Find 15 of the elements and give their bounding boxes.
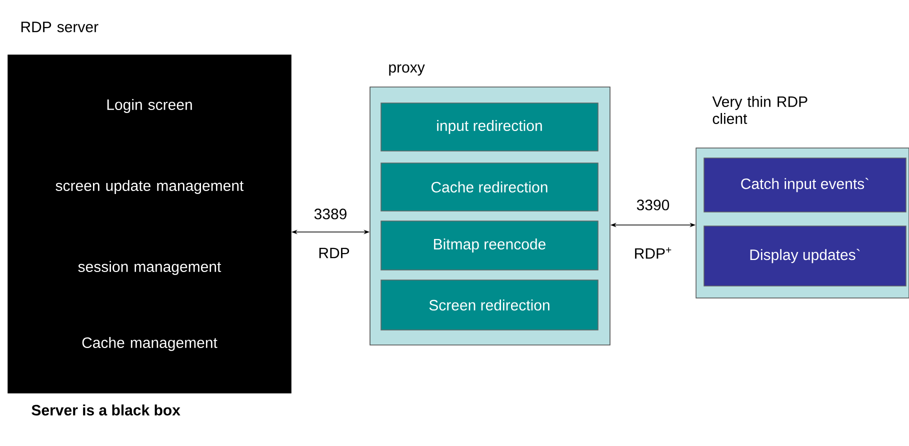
node-label: RDP server: [21, 22, 98, 32]
node-label: Very thin RDP client: [712, 96, 808, 124]
protocol-label: RDP: [319, 248, 350, 258]
module-box: Display updates`: [704, 226, 906, 286]
node-label: proxy: [389, 64, 425, 76]
module-box: Catch input events`: [704, 158, 906, 212]
module-box: input redirection: [380, 102, 598, 152]
module-box: Screen redirection: [380, 280, 598, 330]
protocol-label: RDP$^{+}$: [635, 247, 672, 259]
edge-label: 3390: [636, 200, 670, 210]
edge-label: 3389: [314, 208, 346, 220]
module-box: Bitmap reencode: [380, 220, 598, 270]
server-box: RDP server Login screen screen update management session management Cache management: [8, 22, 292, 394]
module-box: Cache redirection: [380, 162, 598, 212]
caption: Server is a black box: [32, 404, 180, 416]
